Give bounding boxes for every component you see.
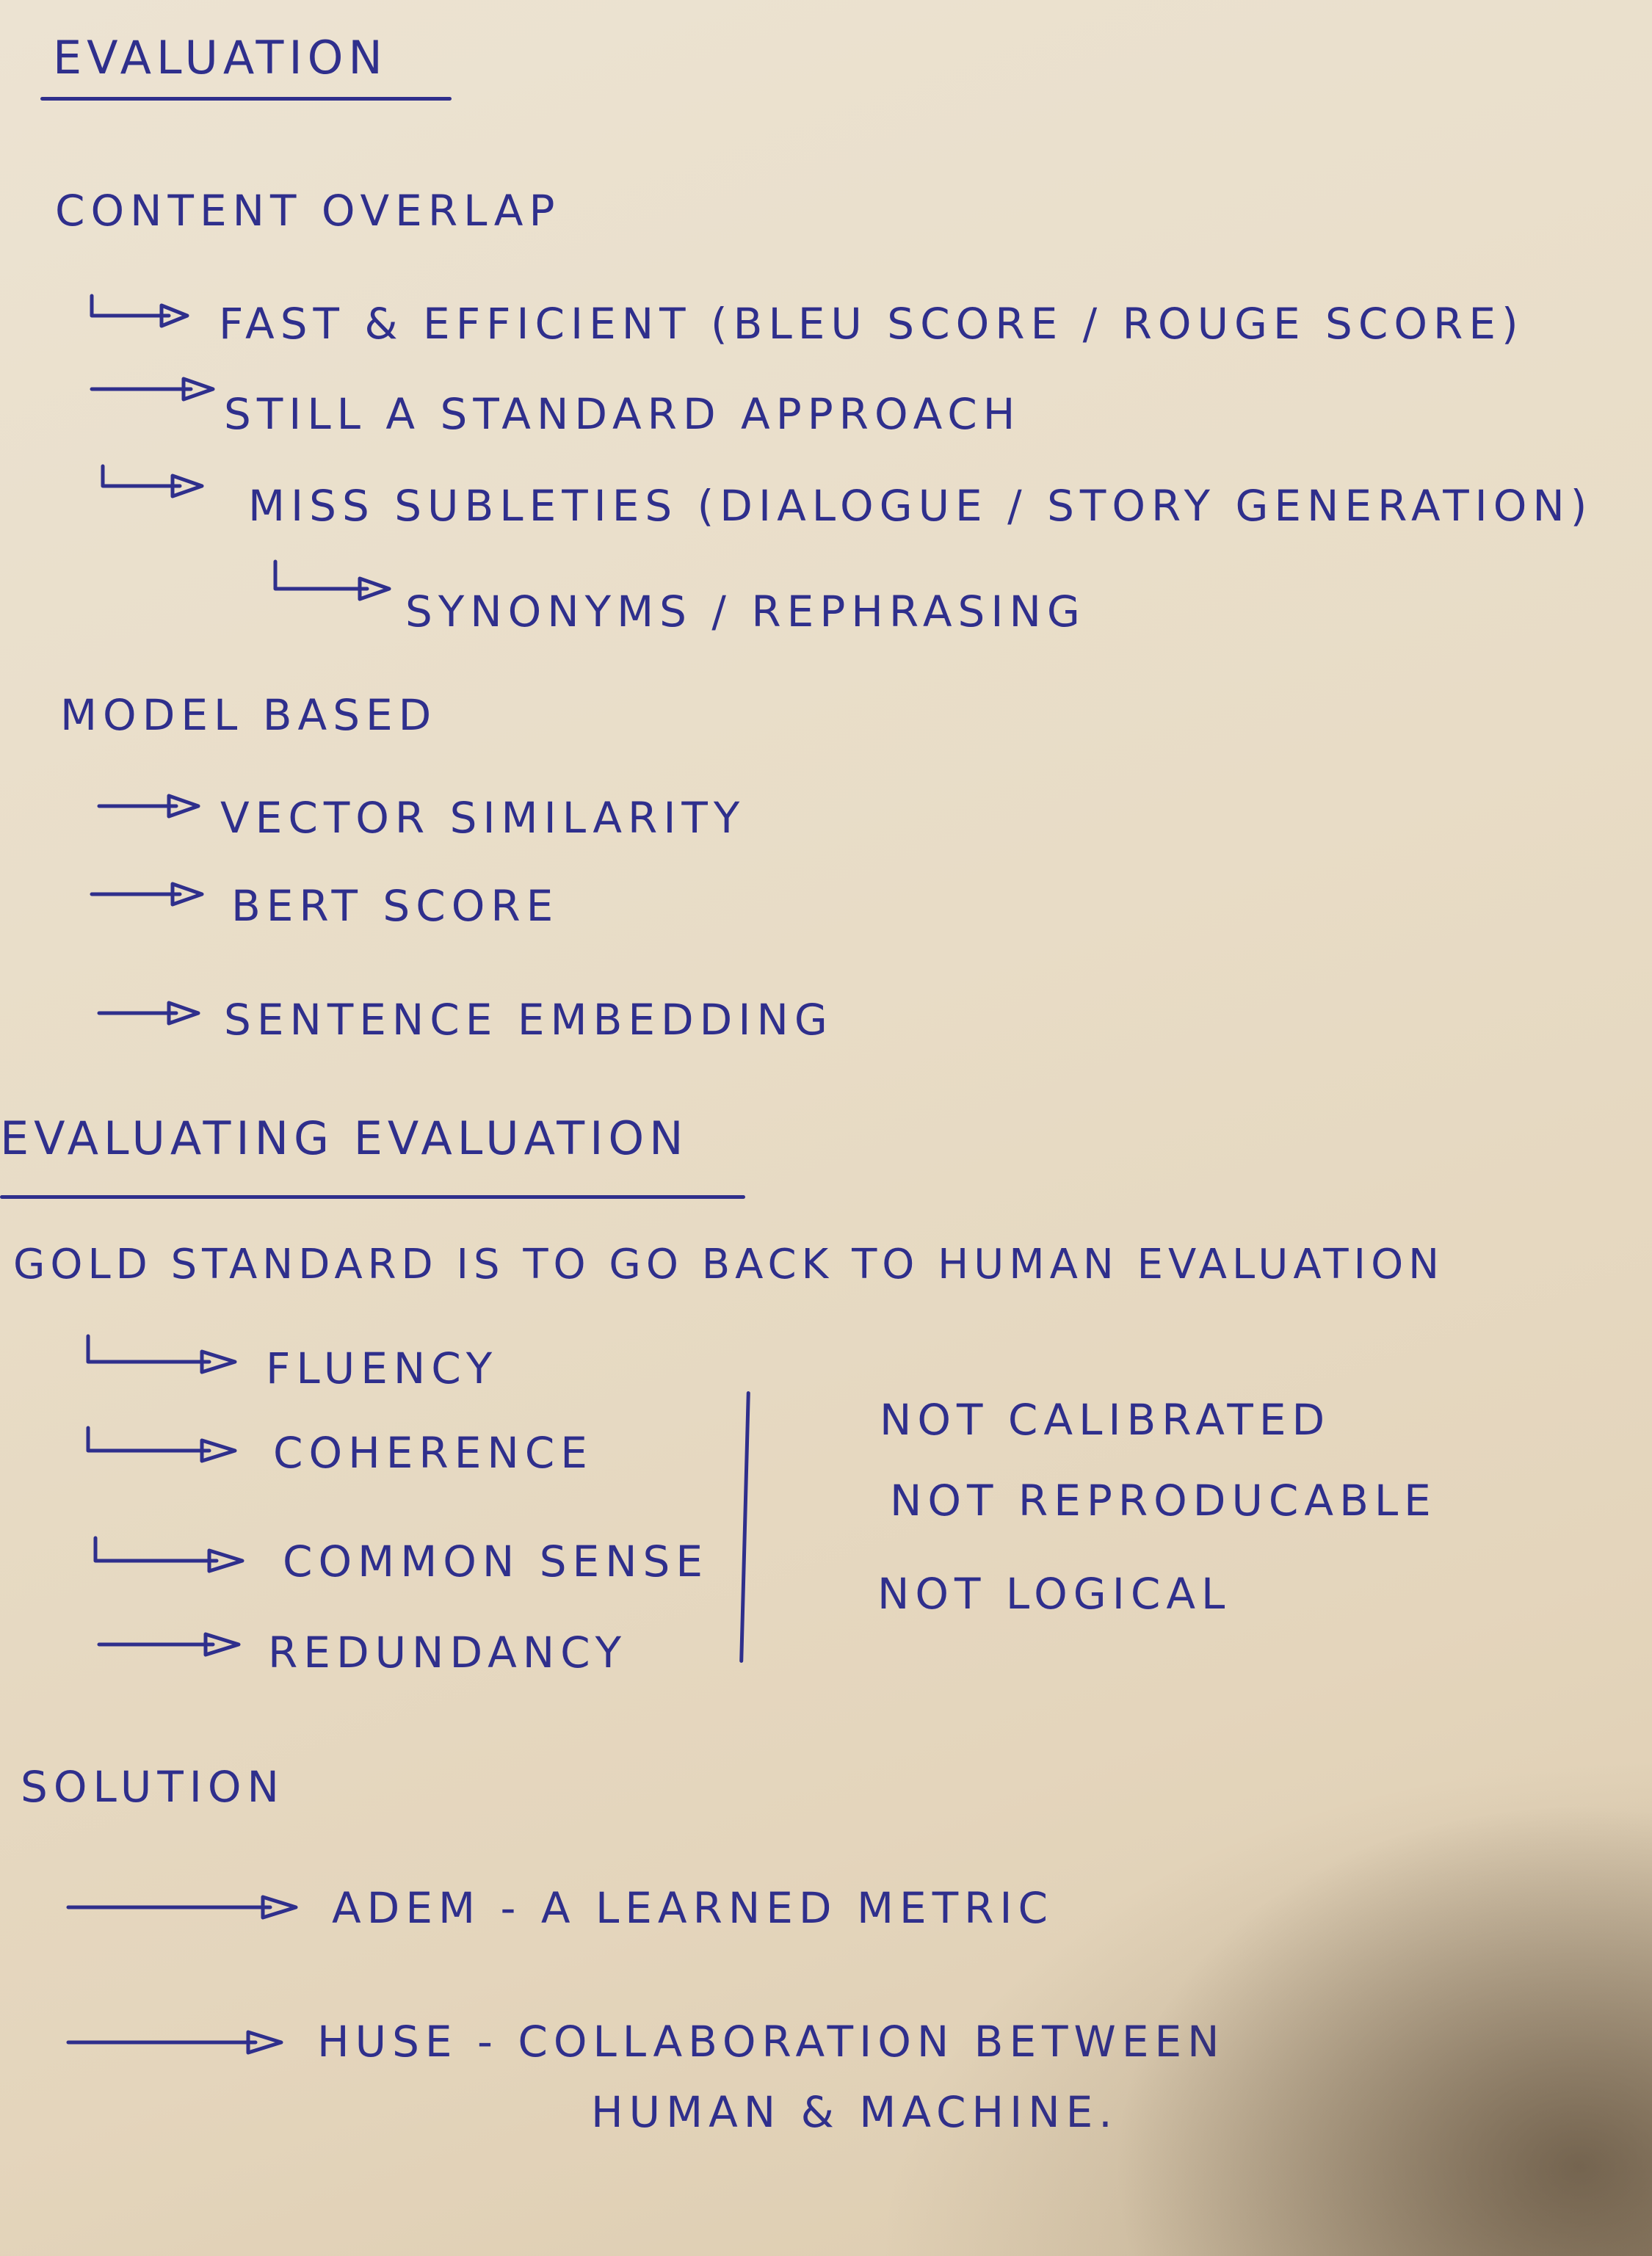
title-underline (0, 1195, 745, 1199)
content-overlap-item: MISS SUBLETIES (DIALOGUE / STORY GENERAT… (248, 481, 1593, 531)
title-evaluation: EVALUATION (53, 31, 388, 84)
model-based-item: SENTENCE EMBEDDING (224, 995, 833, 1045)
criteria-item: FLUENCY (266, 1343, 499, 1393)
issue-item: NOT REPRODUCABLE (890, 1476, 1437, 1526)
model-based-item: BERT SCORE (231, 881, 559, 931)
solution-continuation: HUMAN & MACHINE. (591, 2087, 1118, 2137)
issue-item: NOT LOGICAL (877, 1569, 1231, 1619)
hook-arrow-icon (86, 1334, 237, 1374)
heading-solution: SOLUTION (21, 1762, 285, 1812)
criteria-item: COHERENCE (273, 1428, 593, 1478)
title-underline (40, 97, 452, 101)
issue-item: NOT CALIBRATED (880, 1395, 1331, 1445)
model-based-item: VECTOR SIMILARITY (220, 793, 746, 843)
content-overlap-item: FAST & EFFICIENT (BLEU SCORE / ROUGE SCO… (219, 299, 1524, 349)
arrow-right-icon (66, 2030, 283, 2055)
heading-content-overlap: CONTENT OVERLAP (55, 186, 561, 236)
solution-item: ADEM - A LEARNED METRIC (332, 1883, 1054, 1933)
content-overlap-subitem: SYNONYMS / REPHRASING (405, 587, 1086, 636)
hook-arrow-icon (90, 294, 189, 328)
divider-line (739, 1390, 750, 1664)
arrow-right-icon (66, 1895, 298, 1920)
hook-arrow-icon (101, 464, 204, 498)
title-evaluating-evaluation: EVALUATING EVALUATION (0, 1111, 689, 1165)
arrow-right-icon (97, 1632, 241, 1657)
arrow-right-icon (97, 794, 200, 819)
arrow-right-icon (97, 1001, 200, 1026)
criteria-item: REDUNDANCY (268, 1628, 628, 1678)
arrow-right-icon (90, 882, 204, 907)
heading-model-based: MODEL BASED (60, 690, 438, 740)
hook-arrow-icon (273, 559, 391, 601)
gold-standard-text: GOLD STANDARD IS TO GO BACK TO HUMAN EVA… (13, 1241, 1445, 1288)
solution-item: HUSE - COLLABORATION BETWEEN (317, 2017, 1225, 2067)
criteria-item: COMMON SENSE (283, 1537, 709, 1586)
hook-arrow-icon (93, 1536, 244, 1573)
content-overlap-item: STILL A STANDARD APPROACH (224, 389, 1021, 439)
arrow-right-icon (90, 377, 215, 402)
hook-arrow-icon (86, 1426, 237, 1463)
